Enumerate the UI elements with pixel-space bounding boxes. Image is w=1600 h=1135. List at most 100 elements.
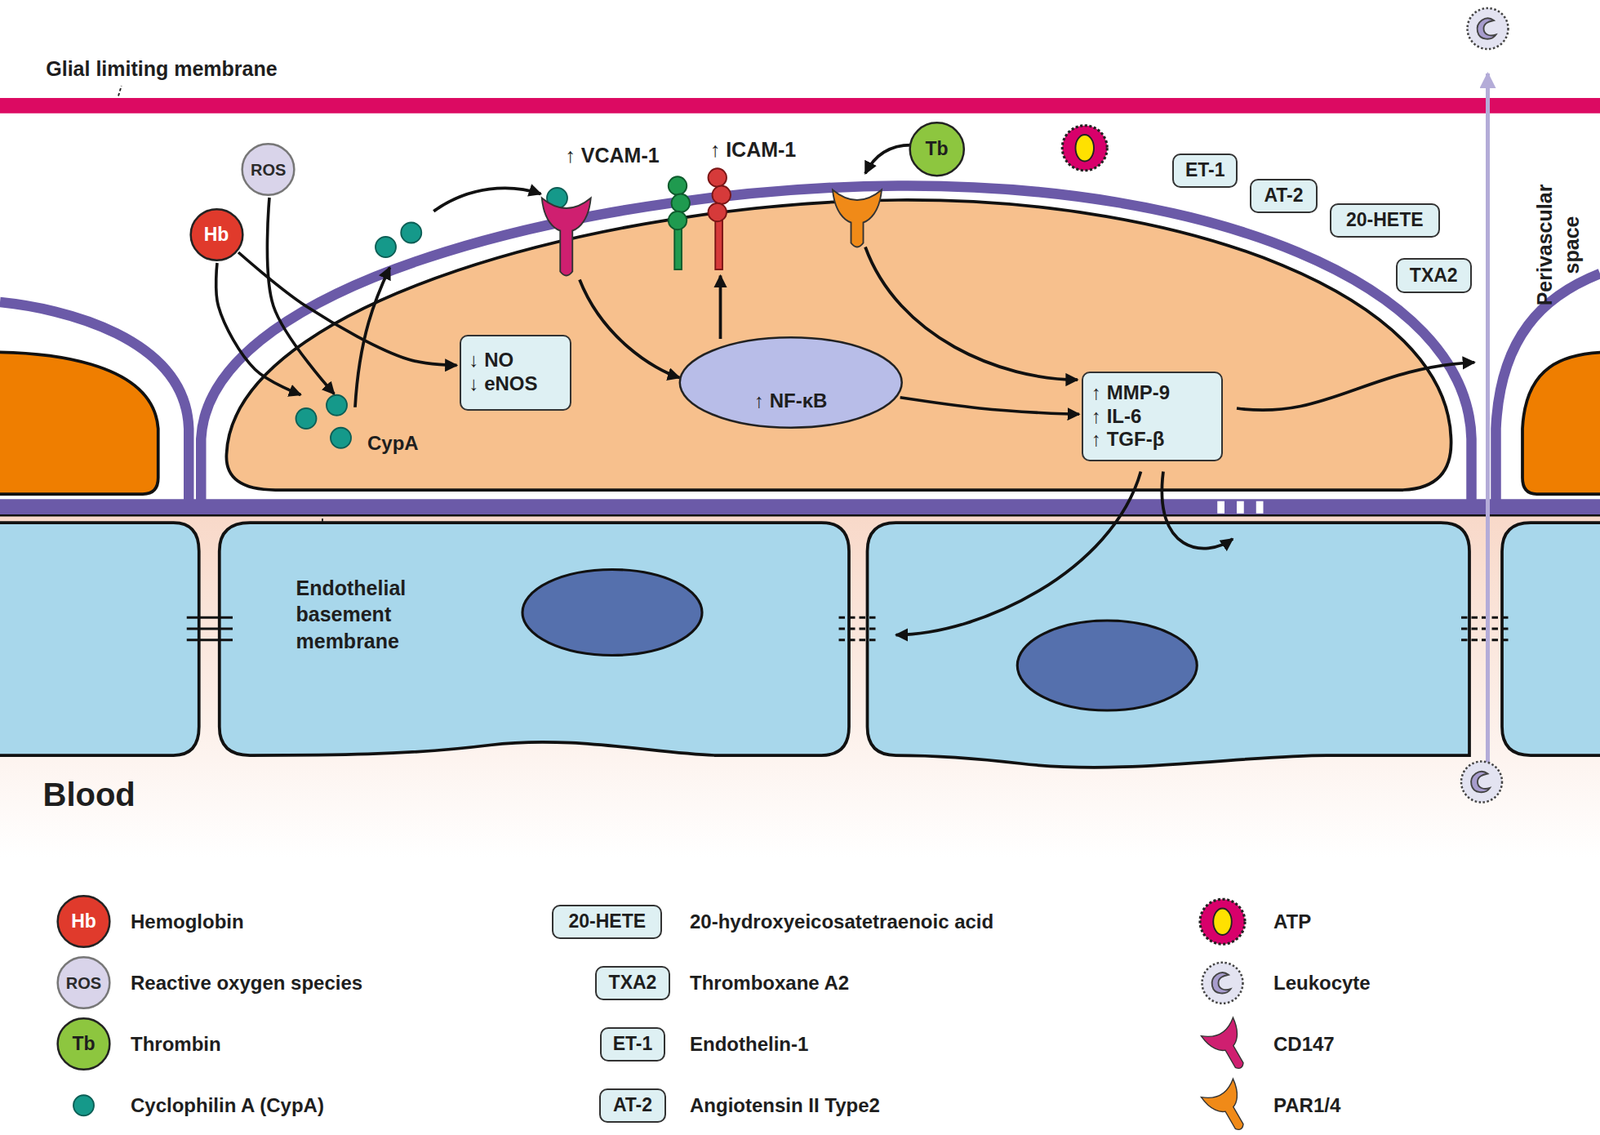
molecule-label-group: CypA: [288, 395, 424, 456]
legend-text: Angiotensin II Type2: [689, 1093, 880, 1117]
leukocyte-symbol: [1467, 8, 1509, 49]
basement-membrane: [1236, 501, 1245, 514]
leukocyte-symbol: [1461, 8, 1509, 803]
signal-arrow: [579, 280, 680, 378]
endothelial-cell: [0, 522, 200, 756]
vcam-molecule: [668, 211, 688, 231]
part-label: Endothelial basement membrane: [296, 574, 436, 655]
factor-box: ↓ NO↓ eNOS: [459, 334, 573, 411]
cell-nucleus: [522, 569, 703, 656]
node-text: 20-HETE: [568, 910, 646, 934]
endothelial-cell: [0, 522, 1600, 768]
part-label: ↑ ICAM-1: [710, 137, 797, 161]
node-text: ET-1: [1185, 159, 1226, 183]
factor-box: AT-2: [599, 1088, 667, 1124]
signal-arrow: [1161, 471, 1233, 549]
cypa-dot: [330, 427, 352, 449]
part-label: Perivascular space: [1530, 173, 1584, 317]
pericyte-cell: [200, 185, 1472, 504]
signal-arrow: [719, 275, 723, 340]
legend-text: Cyclophilin A (CypA): [130, 1093, 325, 1117]
cell-nucleus: [1017, 620, 1197, 711]
side-pericyte: [0, 302, 189, 505]
leader-line: [118, 85, 122, 97]
legend-leukocyte-symbol: [1202, 962, 1244, 1004]
par-receptor: [832, 190, 882, 248]
factor-box: TXA2: [595, 965, 672, 1001]
node-text: Hb: [71, 910, 97, 934]
signal-connector: [266, 197, 334, 395]
molecule-circle: Hb: [190, 208, 244, 262]
node-text: ↓ NO: [469, 348, 515, 373]
side-pericyte: [1496, 273, 1600, 505]
tight-junction: [839, 616, 880, 619]
leukocyte-symbol: [1467, 8, 1509, 49]
legend-atp-symbol: [1200, 898, 1245, 944]
shape-outline: [57, 1018, 111, 1070]
side-pericyte: [0, 351, 159, 494]
shape-outline: [57, 957, 111, 1009]
basement-membrane: [0, 514, 1600, 517]
nucleus-ellipse: ↑ NF-κB: [677, 335, 905, 430]
vcam-molecule: [668, 176, 688, 196]
part-label: Glial limiting membrane: [45, 56, 277, 80]
signal-connector: [216, 262, 302, 396]
legend-text: Hemoglobin: [130, 910, 245, 934]
factor-box: ET-1: [1172, 153, 1238, 189]
node-text: CypA: [367, 431, 419, 456]
legend-leukocyte-symbol: [1202, 962, 1244, 1004]
legend-text: Reactive oxygen species: [130, 971, 363, 995]
leukocyte-symbol: [1461, 761, 1503, 803]
tight-junction: [839, 638, 880, 641]
atp-symbol: [1062, 125, 1107, 171]
node-text: Tb: [924, 137, 948, 161]
legend-text: Endothelin-1: [689, 1032, 809, 1056]
factor-box: ↑ MMP-9↑ IL-6↑ TGF-β: [1081, 371, 1223, 462]
basement-membrane: [0, 498, 1600, 516]
legend-text: 20-hydroxyeicosatetraenoic acid: [689, 910, 994, 934]
side-pericyte: [1522, 351, 1600, 494]
molecule-circle: Tb: [57, 1017, 111, 1071]
molecule-circle: ROS: [57, 955, 111, 1009]
tight-junction: [839, 626, 880, 630]
legend-leukocyte-symbol: [1212, 972, 1232, 993]
endothelial-cell: [867, 522, 1471, 768]
legend-text: PAR1/4: [1273, 1093, 1341, 1117]
icam-molecule: [712, 186, 732, 205]
vcam-molecule: [668, 176, 690, 270]
cell-nucleus: [522, 569, 1197, 712]
signal-connector: [238, 252, 458, 365]
shape-outline: [680, 337, 903, 428]
cd147-receptor: [542, 198, 592, 276]
pericyte-cell: [200, 185, 1472, 504]
signal-arrow: [865, 145, 912, 174]
cypa-dot: [375, 236, 396, 258]
node-text: ROS: [250, 160, 286, 180]
atp-symbol: [1075, 134, 1095, 162]
endothelial-cell: [1502, 522, 1600, 756]
icam-molecule: [715, 214, 723, 271]
factor-box: ET-1: [600, 1026, 666, 1063]
node-text: ↑ TGF-β: [1091, 427, 1165, 452]
node-text: ↓ eNOS: [469, 372, 538, 396]
cypa-dot: [296, 408, 317, 429]
node-text: ↑ NF-κB: [754, 389, 827, 414]
endothelial-cell: [219, 522, 849, 756]
signal-arrow: [355, 145, 1475, 636]
factor-box: 20-HETE: [1329, 203, 1440, 239]
migration-arrow: [1485, 73, 1490, 764]
legend-text: Thromboxane A2: [689, 971, 849, 995]
legend-text: Leukocyte: [1273, 971, 1371, 995]
tight-junction: [186, 638, 233, 641]
basement-membrane: [0, 498, 1600, 516]
tight-junction: [186, 626, 233, 630]
legend-par-symbol: [1200, 1078, 1257, 1135]
basement-membrane: [1217, 501, 1225, 514]
legend-atp-symbol: [1200, 898, 1245, 944]
cypa-dot: [400, 222, 422, 244]
icam-molecule: [708, 168, 728, 187]
signal-arrow: [865, 247, 1078, 381]
tight-junction: [186, 616, 233, 619]
shape-outline: [57, 896, 111, 947]
